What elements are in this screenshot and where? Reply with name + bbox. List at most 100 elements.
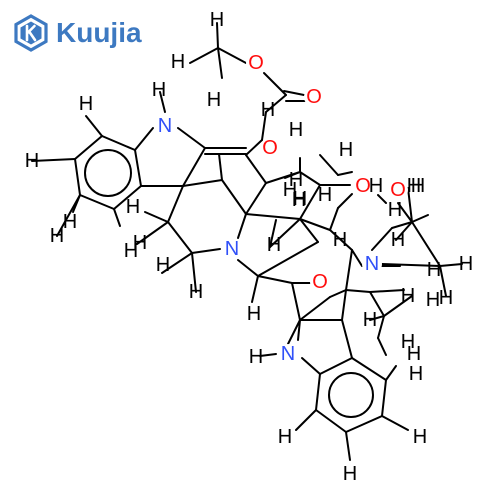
bond [299, 184, 321, 220]
bond [337, 171, 353, 176]
bond [189, 47, 219, 64]
bond [167, 185, 184, 223]
bond [161, 252, 193, 274]
bond [329, 207, 339, 231]
atom-knockout [222, 239, 242, 259]
atom-label-h: H [292, 189, 306, 211]
bond [411, 221, 441, 267]
atom-label-h: H [207, 89, 221, 111]
bond [159, 91, 166, 113]
bond [261, 111, 267, 141]
bond [345, 415, 383, 433]
bond [315, 409, 347, 433]
bond [144, 211, 169, 223]
bond [245, 139, 263, 156]
atom-label-n: N [281, 343, 295, 365]
bond [319, 357, 353, 375]
bond [329, 289, 347, 298]
bond [284, 171, 301, 179]
bond [369, 315, 385, 321]
atom-label-o: O [355, 175, 371, 197]
bond [397, 202, 413, 223]
atom-label-o: O [262, 137, 278, 159]
bond [85, 115, 103, 137]
atom-label-o: O [248, 52, 264, 74]
atom-label-h: H [413, 426, 427, 448]
atom-knockout [304, 87, 324, 107]
bond [329, 229, 353, 251]
bond [182, 147, 206, 187]
atom-label-o: O [312, 271, 328, 293]
bond [56, 194, 81, 237]
bond [177, 127, 206, 149]
atom-label-h: H [267, 234, 281, 256]
bond [381, 379, 387, 417]
bond [385, 365, 397, 381]
bond [345, 431, 351, 461]
bond [136, 221, 169, 245]
atom-label-h: H [411, 175, 425, 197]
atom-label-h: H [363, 309, 377, 331]
brand-logo: Kuujia [12, 14, 142, 52]
bond [251, 275, 259, 303]
bond [237, 213, 247, 239]
bond [411, 214, 429, 223]
atom-label-h: H [407, 343, 421, 365]
bond [297, 319, 301, 341]
bond [407, 187, 413, 223]
atom-label-h: H [333, 229, 347, 251]
bond [74, 135, 103, 160]
atom-label-h: H [25, 150, 39, 172]
bond [245, 182, 267, 215]
atom-label-h: H [283, 179, 297, 201]
bond [134, 127, 154, 151]
atom-label-h: H [427, 259, 441, 281]
bond [191, 252, 197, 293]
bond [377, 337, 387, 356]
bond [299, 296, 331, 321]
atom-label-h: H [293, 188, 307, 210]
atom-label-n: N [158, 115, 172, 137]
aromatic-ring-circle [84, 149, 132, 197]
atom-label-h: H [152, 79, 166, 101]
atom-knockout [246, 53, 266, 73]
bond [295, 409, 317, 431]
bond [377, 194, 387, 204]
bond [299, 218, 331, 231]
bond [31, 158, 76, 162]
bond [113, 208, 121, 227]
bond [257, 241, 319, 277]
atom-label-n: N [225, 238, 239, 260]
atom-knockout [353, 176, 373, 196]
bond [439, 263, 463, 267]
bond [74, 158, 81, 196]
bond [351, 249, 363, 267]
bond [191, 248, 221, 254]
atom-label-o: O [306, 86, 322, 108]
atom-knockout [155, 116, 175, 136]
bond [439, 265, 447, 297]
bond-layer [31, 22, 463, 461]
atom-label-h: H [289, 169, 303, 191]
atom-label-h: H [439, 287, 453, 309]
bond [259, 353, 277, 357]
atom-label-h: H [189, 281, 203, 303]
atom-label-h: H [426, 289, 440, 311]
atom-label-h: H [369, 175, 383, 197]
bond [337, 193, 353, 209]
bond [257, 275, 293, 284]
bond [301, 357, 321, 375]
atom-label-h: H [401, 331, 415, 353]
bond [341, 319, 353, 359]
bond [237, 259, 259, 277]
bond [345, 249, 353, 291]
bond [287, 319, 301, 345]
bond [383, 295, 413, 317]
atom-label-h: H [339, 139, 353, 161]
bond [101, 135, 136, 151]
atom-label-h: H [79, 93, 93, 115]
atom-label-h: H [156, 254, 170, 276]
brand-name: Kuujia [56, 17, 142, 48]
atom-label-h: H [133, 232, 147, 254]
